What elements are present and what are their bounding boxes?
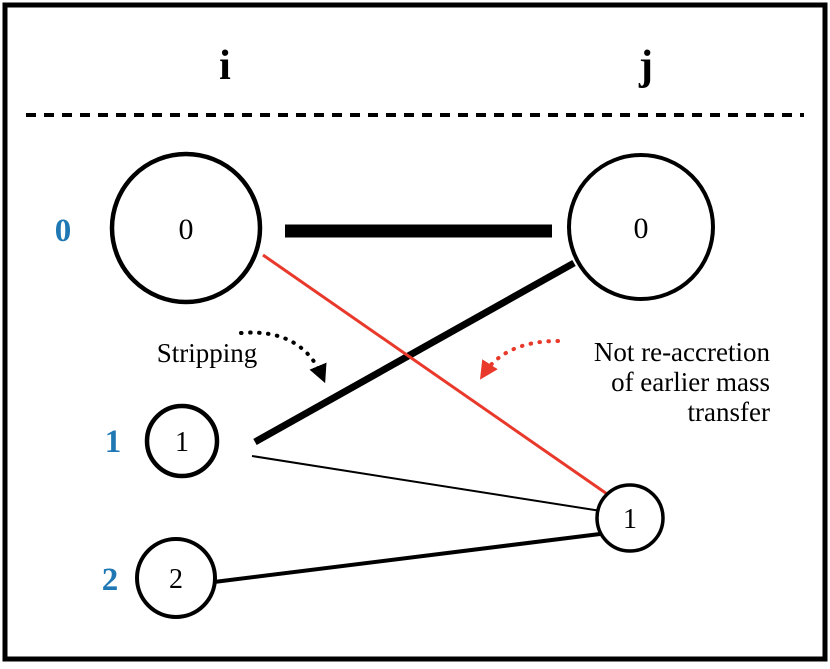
row-label-1: 1	[105, 424, 122, 460]
not-reaccretion-label: Not re-accretion of earlier mass transfe…	[594, 337, 771, 427]
node-j1-label: 1	[623, 504, 637, 535]
node-i0: 0	[109, 151, 263, 305]
edge-i2-j1	[205, 532, 601, 585]
row-label-2: 2	[102, 562, 119, 598]
column-header-i: i	[219, 43, 231, 89]
node-i1: 1	[144, 403, 220, 479]
node-i2-label: 2	[169, 564, 183, 595]
node-j1-circle	[595, 483, 665, 553]
stripping-dotted-arrow	[239, 330, 327, 384]
edge-i0-j1-red	[262, 253, 611, 498]
edge-i1-j0-thick	[253, 259, 576, 446]
node-j0-circle	[567, 153, 715, 301]
column-header-j: j	[638, 43, 653, 89]
row-label-0: 0	[55, 213, 72, 249]
node-i0-circle	[109, 151, 263, 305]
node-i1-circle	[144, 403, 220, 479]
node-i0-label: 0	[179, 213, 194, 246]
not-reaccretion-line-3: transfer	[688, 397, 770, 427]
node-i2: 2	[135, 537, 217, 619]
stripping-label: Stripping	[157, 338, 258, 368]
not-reaccretion-line-1: Not re-accretion	[594, 337, 771, 367]
not-reaccretion-line-2: of earlier mass	[611, 367, 770, 397]
node-j0: 0	[567, 153, 715, 301]
node-i1-label: 1	[175, 427, 189, 458]
node-j1: 1	[595, 483, 665, 553]
node-i2-circle	[135, 537, 217, 619]
edge-i1-j1-thin	[251, 455, 602, 512]
node-j0-label: 0	[634, 212, 649, 245]
not-reaccretion-dotted-arrow	[479, 339, 560, 380]
